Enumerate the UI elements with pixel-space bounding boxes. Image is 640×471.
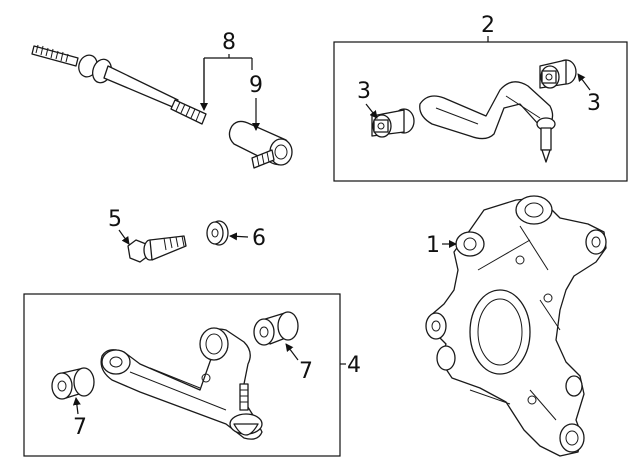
upper-arm-kit-box: [333, 41, 628, 182]
callout-7-right: 7: [299, 359, 313, 384]
callout-4: 4: [347, 353, 361, 378]
leader-8: [203, 54, 252, 106]
steering-knuckle: [425, 195, 607, 457]
callout-3-right: 3: [587, 91, 601, 116]
callout-3-left: 3: [357, 79, 371, 104]
lower-arm-kit-box: [23, 293, 341, 457]
callout-6: 6: [252, 226, 266, 251]
leader-7-left: [72, 397, 81, 415]
tie-rod-end: [228, 120, 293, 169]
leader-6: [229, 232, 249, 241]
callout-7-left: 7: [73, 415, 87, 440]
washer: [206, 220, 229, 246]
upper-control-arm: [419, 81, 556, 163]
leader-3-left: [365, 103, 378, 119]
leader-7-right: [285, 343, 299, 361]
leader-3-right: [577, 73, 591, 91]
upper-bushing-right: [539, 59, 577, 89]
tie-rod-shaft: [31, 44, 207, 125]
bolt: [127, 235, 187, 263]
upper-bushing-left: [371, 108, 415, 138]
callout-1: 1: [426, 233, 440, 258]
lower-bushing-left: [51, 367, 95, 400]
lower-bushing-right: [253, 311, 299, 346]
callout-9: 9: [249, 73, 263, 98]
callout-2: 2: [481, 13, 495, 38]
callout-8: 8: [222, 30, 236, 55]
callout-5: 5: [108, 207, 122, 232]
lower-control-arm: [100, 327, 263, 440]
leader-5: [118, 229, 130, 245]
